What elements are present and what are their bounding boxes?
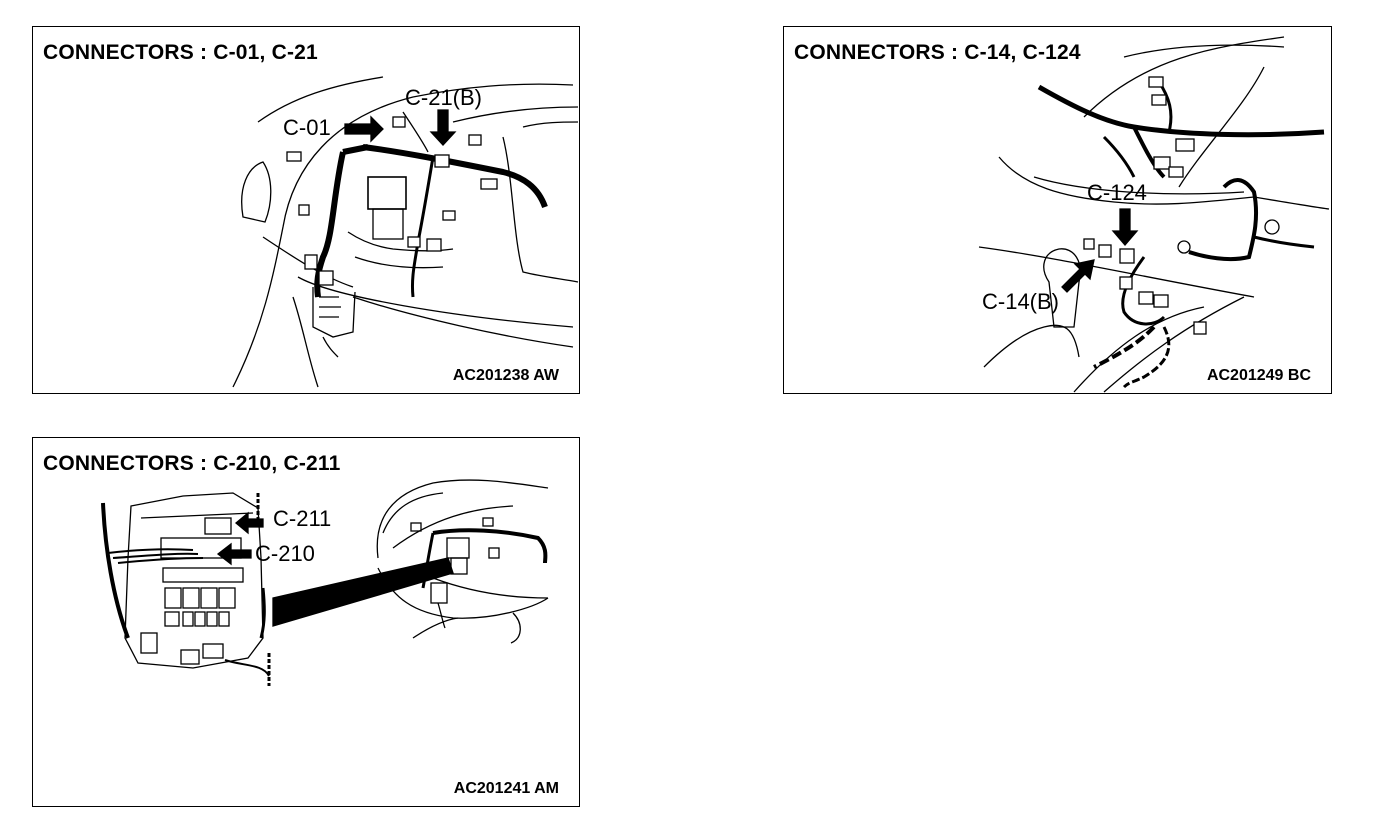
figure-code: AC201241 AM [453,780,559,797]
diagram-panel-c14-c124: CONNECTORS : C-14, C-124 C-124 C-14(B) A… [783,26,1332,394]
callout-label-c210: C-210 [255,541,315,566]
figure-code: AC201238 AW [452,367,559,384]
panel-title: CONNECTORS : C-14, C-124 [794,41,1081,64]
junction-block-illustration [101,479,549,686]
callout-label-c124: C-124 [1087,180,1147,205]
panel-title: CONNECTORS : C-01, C-21 [43,41,318,64]
callout-label-c14b: C-14(B) [982,289,1060,314]
panel-title: CONNECTORS : C-210, C-211 [43,452,341,475]
diagram-panel-c01-c21: CONNECTORS : C-01, C-21 C-01 C-21(B) AC2… [32,26,580,394]
diagram-panel-c210-c211: CONNECTORS : C-210, C-211 C-211 C-210 AC… [32,437,580,807]
callout-label-c21b: C-21(B) [405,85,483,110]
dashboard-wiring-illustration [232,76,579,388]
callout-label-c211: C-211 [273,506,332,531]
callout-label-c01: C-01 [283,115,331,140]
figure-code: AC201249 BC [1206,367,1311,384]
console-wiring-illustration [978,36,1330,393]
